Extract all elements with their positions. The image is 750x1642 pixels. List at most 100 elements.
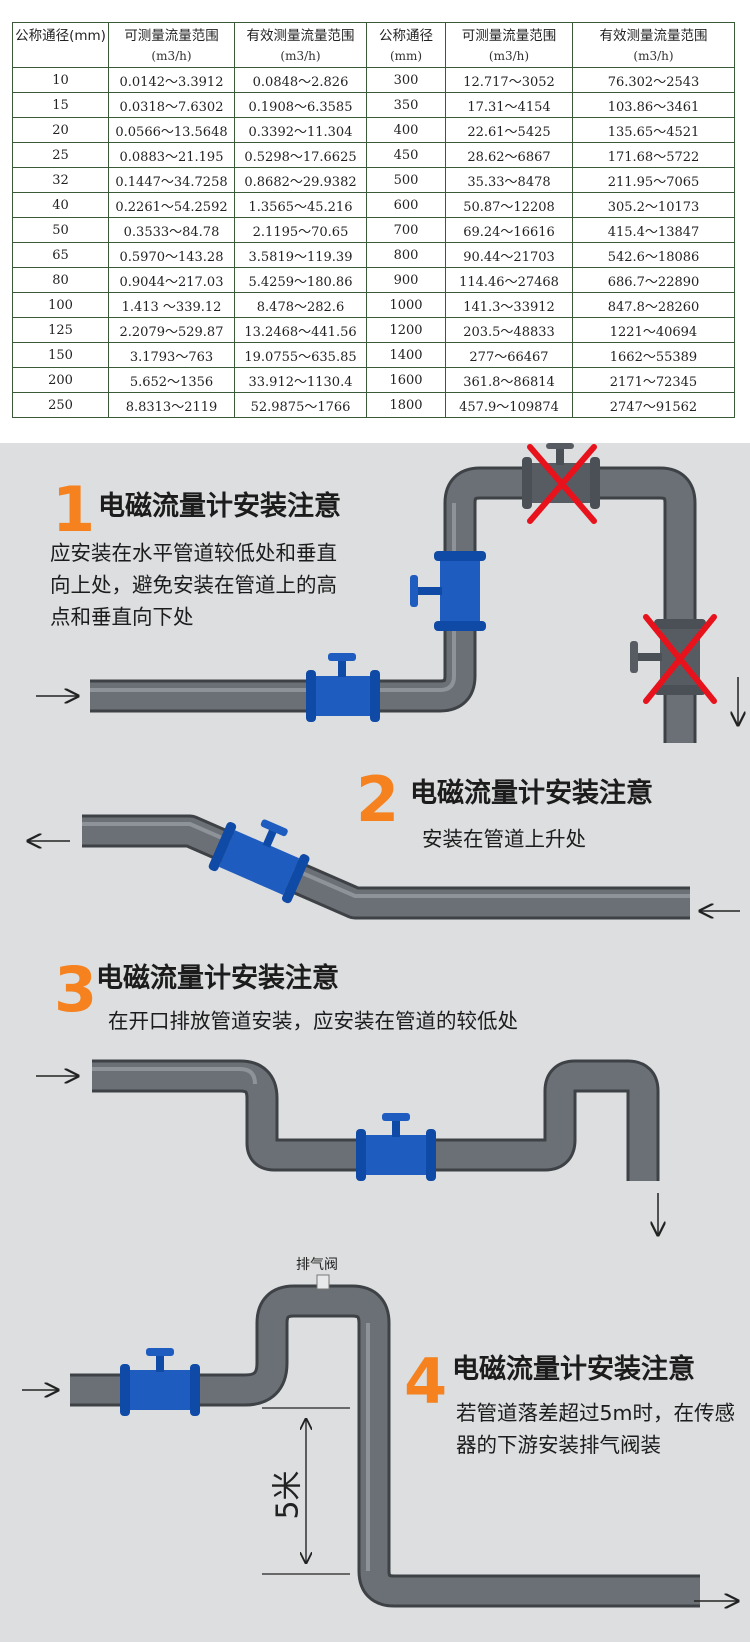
- table-cell: 150: [12, 342, 109, 368]
- table-cell: 1400: [366, 342, 446, 368]
- wrong-cross-icon: [643, 614, 717, 704]
- header-effective-range-2: 有效测量流量范围: [572, 22, 735, 45]
- header-effective-range: 有效测量流量范围: [234, 22, 367, 45]
- table-cell: 80: [12, 267, 109, 293]
- table-cell: 65: [12, 242, 109, 268]
- vent-valve-label: 排气阀: [296, 1257, 338, 1273]
- diagram-4: [22, 1274, 738, 1601]
- table-cell: 2171～72345: [572, 367, 735, 393]
- table-cell: 8.478～282.6: [234, 292, 367, 318]
- table-cell: 686.7～22890: [572, 267, 735, 293]
- table-cell: 203.5～48833: [445, 317, 573, 343]
- section-number: 4: [404, 1345, 448, 1418]
- table-cell: 50.87～12208: [445, 192, 573, 218]
- table-cell: 12.717～3052: [445, 67, 573, 93]
- table-cell: 250: [12, 392, 109, 418]
- flowmeter-icon: [306, 653, 380, 722]
- diagram-1: [36, 443, 738, 743]
- section-number: 2: [356, 763, 400, 836]
- flowmeter-icon: [630, 619, 706, 695]
- table-cell: 2747～91562: [572, 392, 735, 418]
- table-cell: 1.413 ～339.12: [108, 292, 235, 318]
- table-cell: 19.0755～635.85: [234, 342, 367, 368]
- table-cell: 8.8313～2119: [108, 392, 235, 418]
- section-description: 在开口排放管道安装，应安装在管道的较低处: [108, 1005, 518, 1037]
- table-cell: 50: [12, 217, 109, 243]
- table-cell: 1221～40694: [572, 317, 735, 343]
- table-cell: 32: [12, 167, 109, 193]
- flowmeter-icon: [410, 551, 486, 631]
- table-cell: 76.302～2543: [572, 67, 735, 93]
- section-description: 安装在管道上升处: [422, 823, 586, 855]
- header-measurable-range-2: 可测量流量范围: [445, 22, 573, 45]
- table-cell: 2.2079～529.87: [108, 317, 235, 343]
- table-cell: 457.9～109874: [445, 392, 573, 418]
- table-cell: 5.4259～180.86: [234, 267, 367, 293]
- table-cell: 847.8～28260: [572, 292, 735, 318]
- table-cell: 40: [12, 192, 109, 218]
- table-cell: 0.3392～11.304: [234, 117, 367, 143]
- table-cell: 125: [12, 317, 109, 343]
- table-cell: 1662～55389: [572, 342, 735, 368]
- table-cell: 33.912～1130.4: [234, 367, 367, 393]
- table-cell: 0.3533～84.78: [108, 217, 235, 243]
- pipe-diagrams: [22, 443, 750, 1642]
- table-cell: 17.31～4154: [445, 92, 573, 118]
- table-cell: 542.6～18086: [572, 242, 735, 268]
- table-cell: 800: [366, 242, 446, 268]
- spec-table-wrap: 公称通径(mm) 可测量流量范围 有效测量流量范围 公称通径 可测量流量范围 有…: [12, 22, 735, 418]
- table-cell: 300: [366, 67, 446, 93]
- table-cell: 135.65～4521: [572, 117, 735, 143]
- description-line: 若管道落差超过5m时，在传感: [456, 1401, 736, 1425]
- wrong-cross-icon: [527, 444, 597, 524]
- description-line: 应安装在水平管道较低处和垂直: [50, 541, 337, 565]
- section-title: 电磁流量计安装注意: [452, 1354, 695, 1385]
- table-cell: 0.8682～29.9382: [234, 167, 367, 193]
- section-description: 若管道落差超过5m时，在传感 器的下游安装排气阀装: [456, 1397, 735, 1461]
- table-cell: 103.86～3461: [572, 92, 735, 118]
- table-cell: 1200: [366, 317, 446, 343]
- table-header-row: 公称通径(mm) 可测量流量范围 有效测量流量范围 公称通径 可测量流量范围 有…: [12, 22, 735, 45]
- table-cell: 3.5819～119.39: [234, 242, 367, 268]
- table-cell: 305.2～10173: [572, 192, 735, 218]
- unit-cell: (mm): [366, 45, 446, 68]
- table-cell: 69.24～16616: [445, 217, 573, 243]
- table-cell: 415.4～13847: [572, 217, 735, 243]
- table-cell: 15: [12, 92, 109, 118]
- table-cell: 20: [12, 117, 109, 143]
- table-cell: 211.95～7065: [572, 167, 735, 193]
- table-cell: 171.68～5722: [572, 142, 735, 168]
- section-title: 电磁流量计安装注意: [96, 963, 339, 994]
- table-cell: 277～66467: [445, 342, 573, 368]
- table-cell: 350: [366, 92, 446, 118]
- table-cell: 0.0848～2.826: [234, 67, 367, 93]
- table-cell: 0.9044～217.03: [108, 267, 235, 293]
- table-cell: 13.2468～441.56: [234, 317, 367, 343]
- description-line: 器的下游安装排气阀装: [456, 1433, 661, 1457]
- table-cell: 114.46～27468: [445, 267, 573, 293]
- table-cell: 0.0142～3.3912: [108, 67, 235, 93]
- header-nominal-diameter: 公称通径(mm): [12, 22, 109, 45]
- unit-cell: (m3/h): [108, 45, 235, 68]
- table-cell: 1600: [366, 367, 446, 393]
- table-cell: 200: [12, 367, 109, 393]
- table-unit-row: (m3/h) (m3/h) (mm) (m3/h) (m3/h): [12, 45, 735, 68]
- table-cell: 0.2261～54.2592: [108, 192, 235, 218]
- table-cell: 1000: [366, 292, 446, 318]
- table-cell: 0.0318～7.6302: [108, 92, 235, 118]
- table-cell: 400: [366, 117, 446, 143]
- section-description: 应安装在水平管道较低处和垂直 向上处，避免安装在管道上的高 点和垂直向下处: [50, 537, 337, 633]
- table-cell: 2.1195～70.65: [234, 217, 367, 243]
- table-cell: 900: [366, 267, 446, 293]
- header-nominal-diameter-2: 公称通径: [366, 22, 446, 45]
